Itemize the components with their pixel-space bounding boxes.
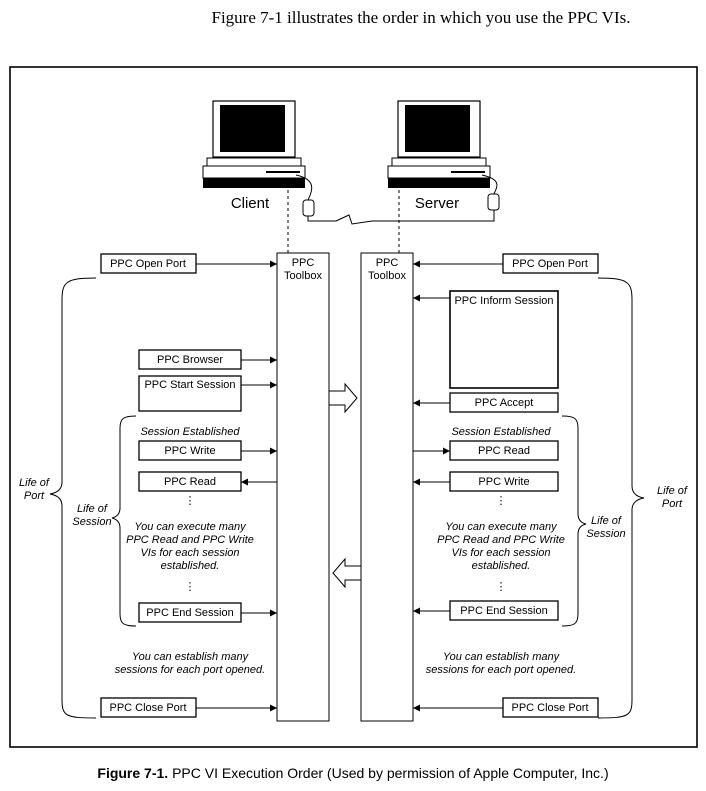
client-computer-icon xyxy=(202,100,336,222)
client-toolbox-line1: PPC xyxy=(292,257,315,269)
figure-frame xyxy=(9,66,698,748)
client-life-of-session-line2: Session xyxy=(72,516,111,528)
server-close-port-label: PPC Close Port xyxy=(511,702,588,714)
client-session-established-label: Session Established xyxy=(140,426,240,438)
server-life-of-port-brace xyxy=(597,277,645,719)
server-life-of-port-line2: Port xyxy=(662,498,683,510)
server-toolbox-line1: PPC xyxy=(376,257,399,269)
figure-caption-text: PPC VI Execution Order (Used by permissi… xyxy=(172,765,609,781)
server-ellipsis-1: ⋮ xyxy=(496,495,507,507)
client-life-of-port-line2: Port xyxy=(24,490,45,502)
toolbox-transfer-left-arrow xyxy=(332,557,362,589)
server-session-established-label: Session Established xyxy=(451,426,551,438)
server-label: Server xyxy=(415,195,459,212)
client-note-line1: You can execute many xyxy=(134,521,247,533)
client-close-port-label: PPC Close Port xyxy=(109,702,186,714)
server-open-port-label: PPC Open Port xyxy=(512,258,588,270)
server-write-label: PPC Write xyxy=(478,476,529,488)
server-note-line3: VIs for each session xyxy=(451,547,550,559)
server-read-label: PPC Read xyxy=(478,445,530,457)
client-read-label: PPC Read xyxy=(164,476,216,488)
client-write-label: PPC Write xyxy=(164,445,215,457)
client-life-of-port-brace xyxy=(49,277,97,719)
server-end-session-label: PPC End Session xyxy=(460,605,547,617)
client-life-of-session-brace xyxy=(111,415,137,627)
server-sessions-note-line1: You can establish many xyxy=(443,651,561,663)
client-start-session-label: PPC Start Session xyxy=(144,379,235,391)
server-toolbox-column xyxy=(360,252,414,722)
server-note-line4: established. xyxy=(472,560,531,572)
client-life-of-session-line1: Life of xyxy=(77,503,108,515)
server-accept-label: PPC Accept xyxy=(475,397,534,409)
server-life-of-session-line2: Session xyxy=(586,528,625,540)
client-sessions-note-line2: sessions for each port opened. xyxy=(115,664,265,676)
client-note-line4: established. xyxy=(161,560,220,572)
client-note-line3: VIs for each session xyxy=(140,547,239,559)
client-end-session-label: PPC End Session xyxy=(146,607,233,619)
server-inform-session-label: PPC Inform Session xyxy=(454,295,553,307)
server-life-of-session-brace xyxy=(561,415,587,627)
server-life-of-port-line1: Life of xyxy=(657,485,688,497)
client-open-port-label: PPC Open Port xyxy=(110,258,186,270)
figure-caption-number: Figure 7-1. xyxy=(97,765,169,781)
network-link-icon xyxy=(335,214,373,225)
client-sessions-note-line1: You can establish many xyxy=(132,651,250,663)
client-life-of-port-line1: Life of xyxy=(19,477,50,489)
server-inform-session-box xyxy=(449,290,559,389)
client-ellipsis-2: ⋮ xyxy=(185,581,196,593)
client-note-line2: PPC Read and PPC Write xyxy=(126,534,254,546)
server-computer-icon xyxy=(372,100,500,222)
figure-caption: Figure 7-1. PPC VI Execution Order (Used… xyxy=(0,765,706,781)
client-toolbox-line2: Toolbox xyxy=(284,270,322,282)
intro-text: Figure 7-1 illustrates the order in whic… xyxy=(211,8,631,27)
client-toolbox-column xyxy=(276,252,330,722)
server-ellipsis-2: ⋮ xyxy=(496,581,507,593)
toolbox-transfer-right-arrow xyxy=(328,382,358,414)
server-sessions-note-line2: sessions for each port opened. xyxy=(426,664,576,676)
client-ellipsis-1: ⋮ xyxy=(185,495,196,507)
server-note-line1: You can execute many xyxy=(445,521,558,533)
server-toolbox-line2: Toolbox xyxy=(368,270,406,282)
server-note-line2: PPC Read and PPC Write xyxy=(437,534,565,546)
client-start-session-box xyxy=(138,375,242,412)
server-life-of-session-line1: Life of xyxy=(591,515,622,527)
client-label: Client xyxy=(231,195,270,212)
client-browser-label: PPC Browser xyxy=(157,354,223,366)
